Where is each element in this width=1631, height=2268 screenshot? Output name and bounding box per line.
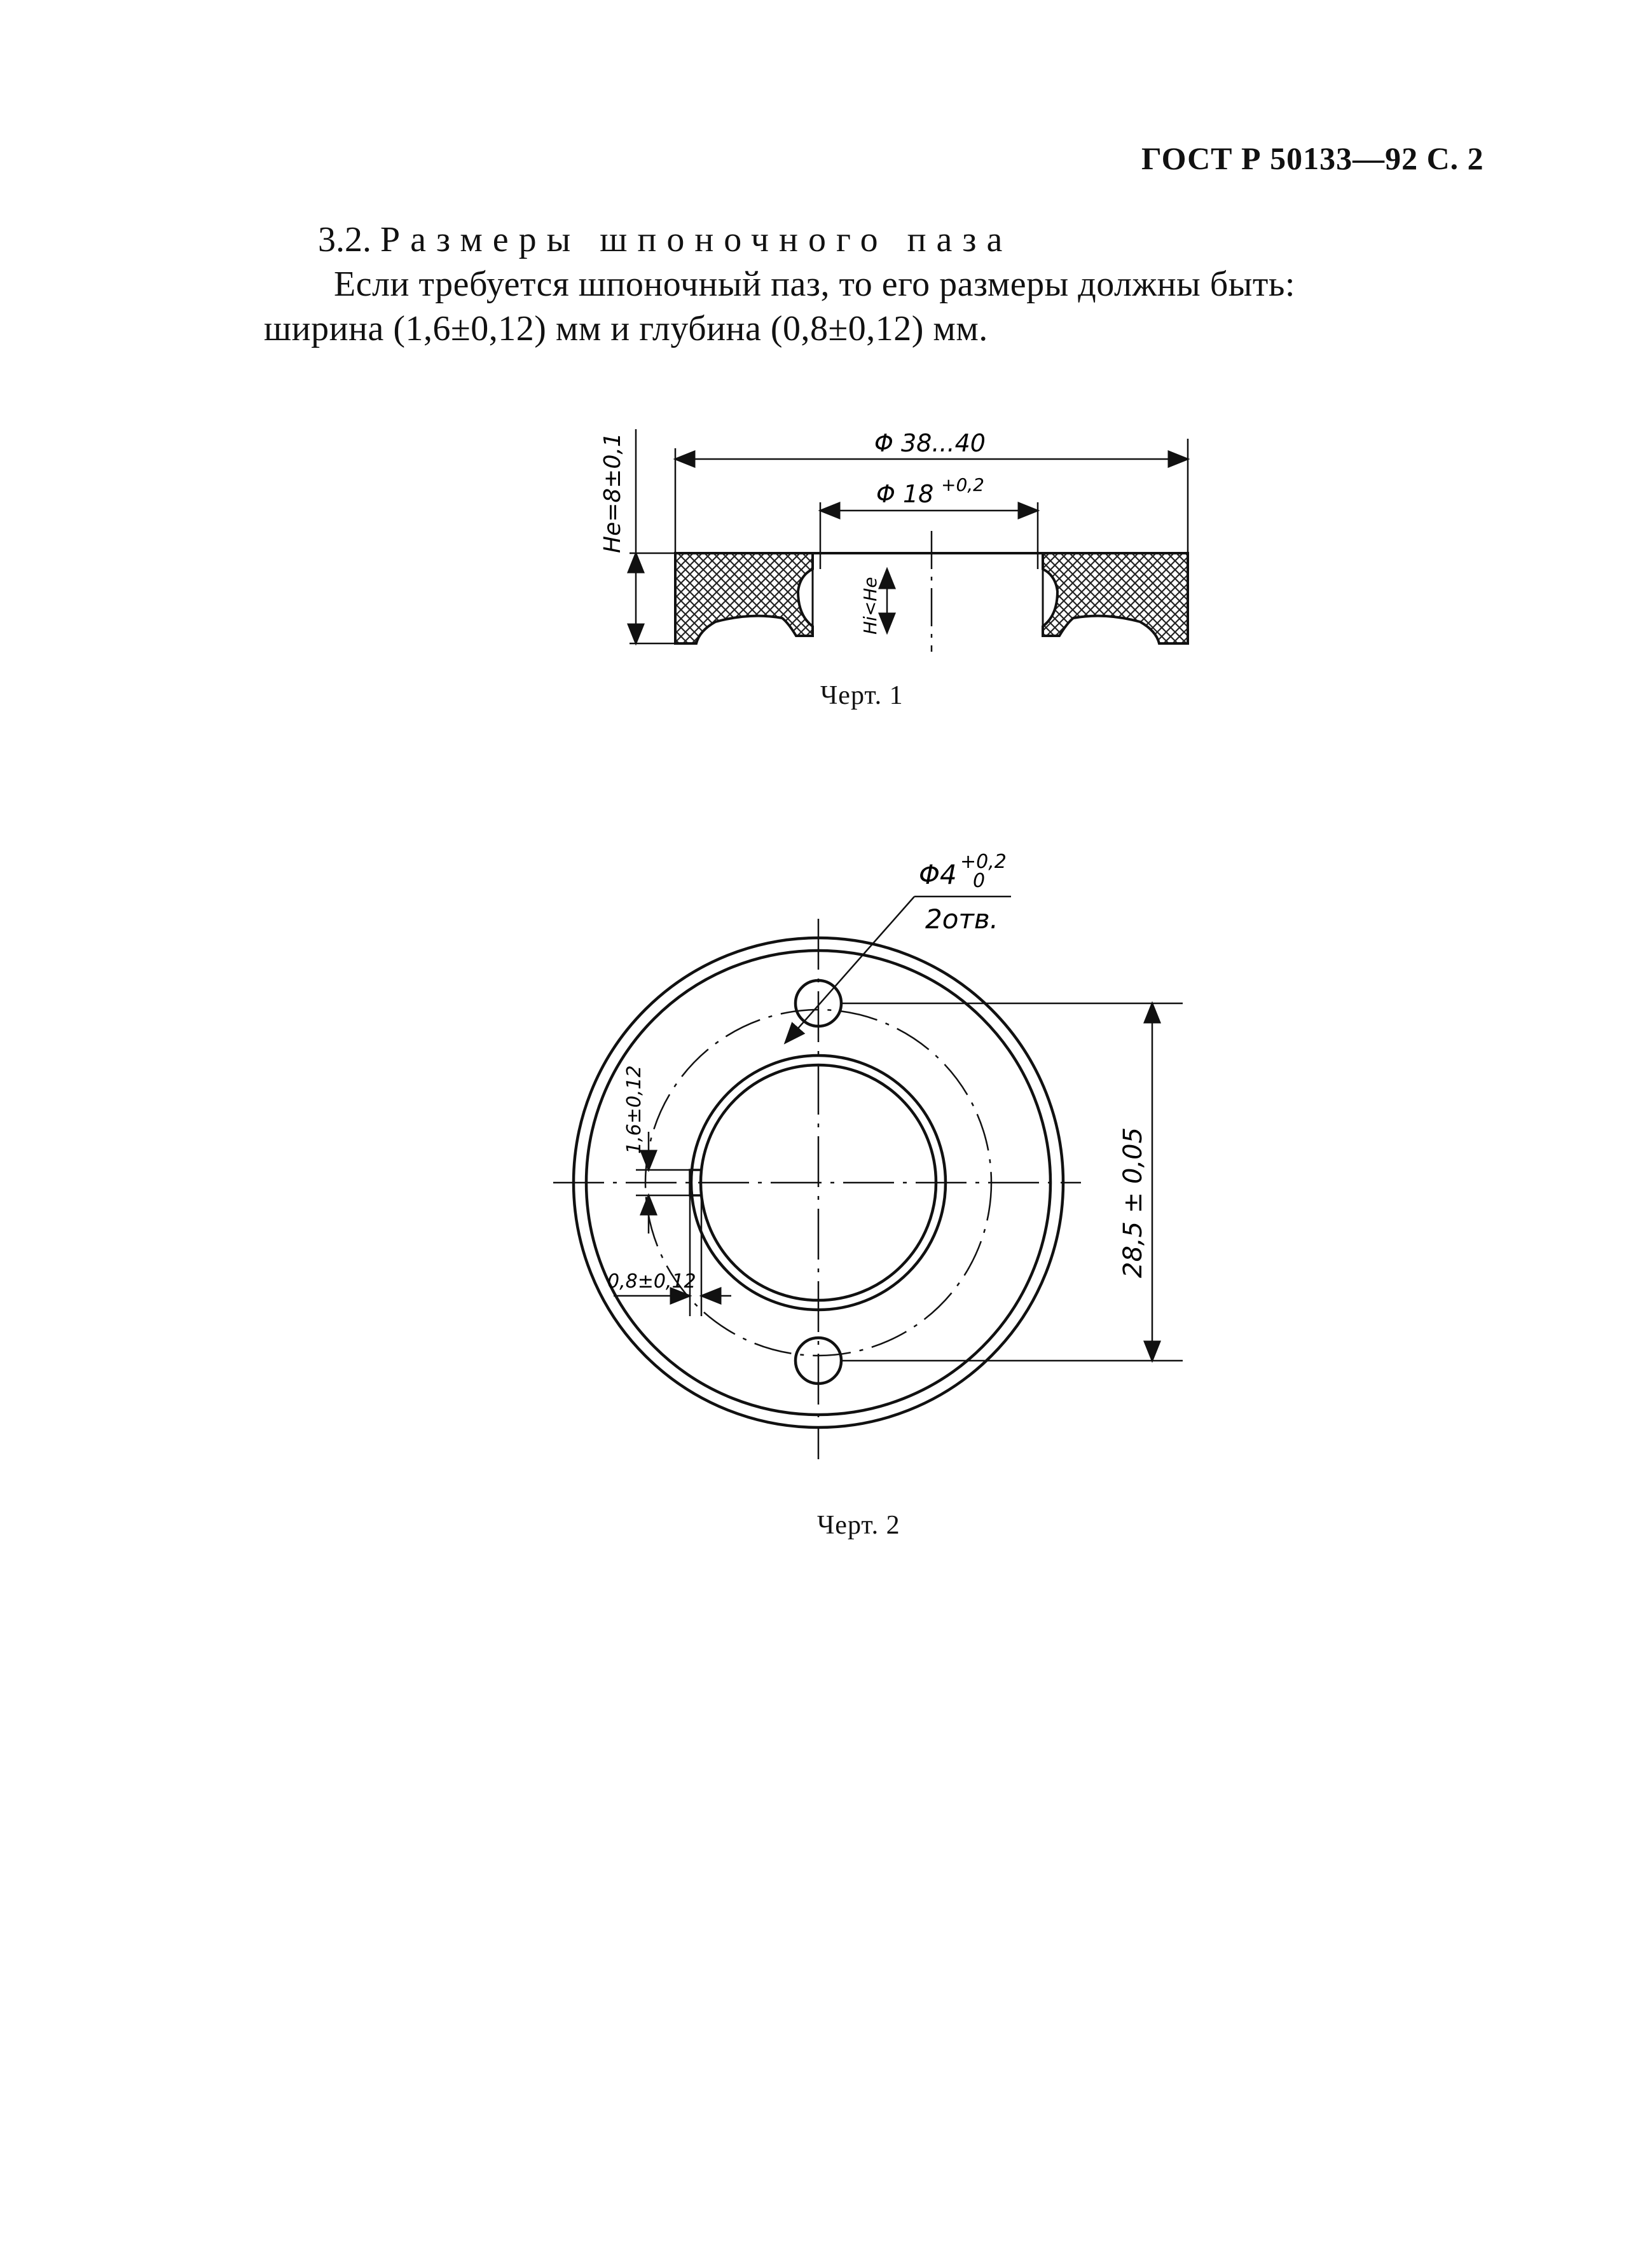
figure-1-section-view	[627, 429, 1190, 652]
keyway	[689, 1169, 701, 1197]
key-depth-label: 0,8±0,12	[607, 1270, 696, 1293]
dim-inner-tolerance: +0,2	[941, 474, 984, 495]
hole-tolerance-lower: 0	[973, 870, 985, 892]
dim-outer-label: Φ 38...40	[874, 429, 986, 457]
key-width-label: 1,6±0,12	[623, 1065, 645, 1154]
left-section	[674, 552, 814, 645]
center-distance-label: 28,5 ± 0,05	[1118, 1127, 1148, 1278]
paragraph-line-2: ширина (1,6±0,12) мм и глубина (0,8±0,12…	[264, 309, 988, 348]
section-title: Размеры шпоночного паза	[380, 220, 1013, 259]
dim-height-label: He=8±0,1	[600, 432, 626, 553]
dim-hi-label: Hi<He	[860, 577, 881, 635]
right-section	[1042, 552, 1189, 645]
section-number: 3.2.	[318, 220, 371, 259]
hole-count-label: 2отв.	[925, 904, 998, 935]
hole-leader	[783, 896, 915, 1045]
dim-inner-label: Φ 18	[876, 480, 933, 508]
hole-tolerance-upper: +0,2	[960, 851, 1007, 873]
figure-1-caption: Черт. 1	[820, 681, 904, 710]
section-heading: 3.2. Размеры шпоночного паза	[318, 219, 1012, 260]
figure-2-caption: Черт. 2	[817, 1511, 900, 1540]
hole-dim-label: Φ4	[919, 859, 957, 890]
document-header: ГОСТ Р 50133—92 С. 2	[1141, 141, 1484, 176]
figure-2-plan-view	[553, 895, 1183, 1459]
paragraph-line-1: Если требуется шпоночный паз, то его раз…	[334, 265, 1295, 304]
